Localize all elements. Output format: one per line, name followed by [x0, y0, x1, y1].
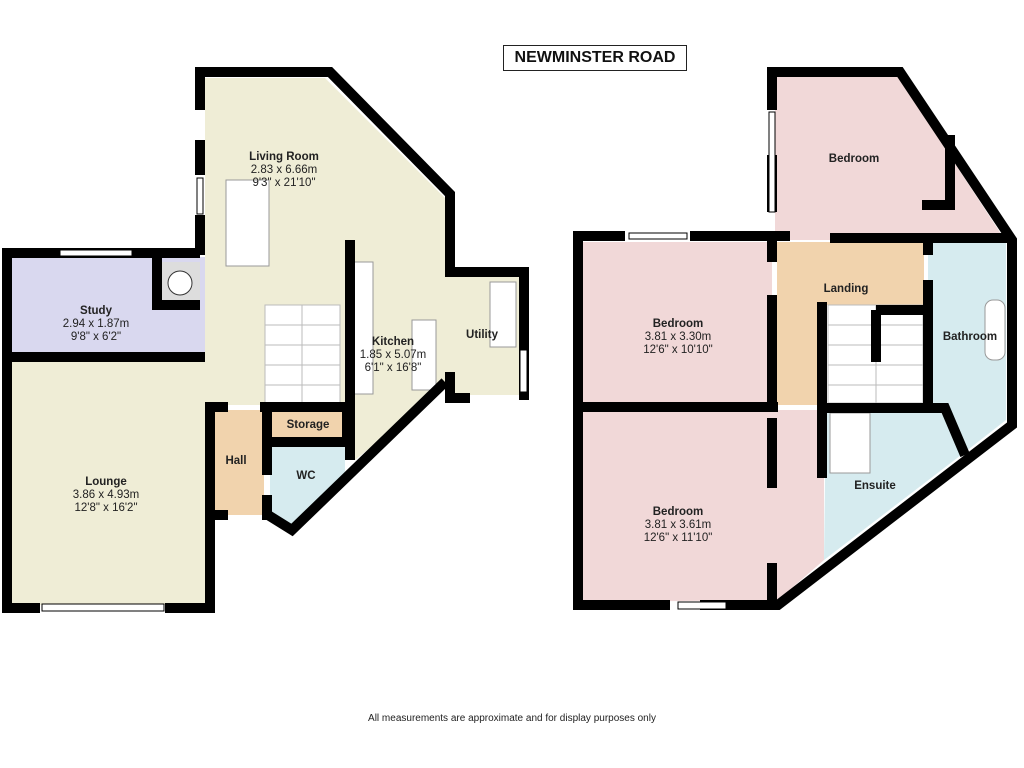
window [628, 232, 688, 240]
window [768, 111, 776, 213]
first-floor [573, 67, 1017, 610]
stairs [264, 304, 341, 406]
utility-sink [489, 281, 517, 348]
dining-table [225, 179, 270, 267]
bedroom-top-area [775, 75, 1005, 240]
page-title: NEWMINSTER ROAD [503, 45, 687, 71]
window [41, 603, 165, 612]
boiler-icon [167, 270, 193, 296]
shower [829, 412, 871, 474]
bathroom-area [928, 242, 1006, 452]
lounge-area [10, 362, 205, 605]
window [519, 349, 528, 393]
wc-area [270, 445, 345, 528]
landing-area [777, 242, 924, 405]
disclaimer: All measurements are approximate and for… [368, 713, 656, 724]
room-label-wc: WC [296, 470, 316, 482]
storage-area [270, 412, 344, 440]
hall-area [210, 410, 264, 515]
window [196, 177, 204, 215]
room-label-storage: Storage [286, 419, 330, 431]
room-label-bedroom-top: Bedroom [828, 153, 880, 165]
room-label-hall: Hall [225, 455, 247, 467]
window [59, 249, 133, 257]
room-label-utility: Utility [466, 329, 498, 341]
bedroom-2-area [583, 410, 824, 602]
bath [984, 299, 1006, 361]
room-label-bathroom: Bathroom [942, 331, 998, 343]
kitchen-counter-right [411, 319, 437, 391]
room-label-ensuite: Ensuite [854, 480, 896, 492]
bedroom-1-area [583, 242, 772, 405]
window [677, 601, 727, 610]
first-walls [573, 67, 1017, 610]
ground-floor [2, 67, 529, 613]
room-label-landing: Landing [823, 283, 869, 295]
